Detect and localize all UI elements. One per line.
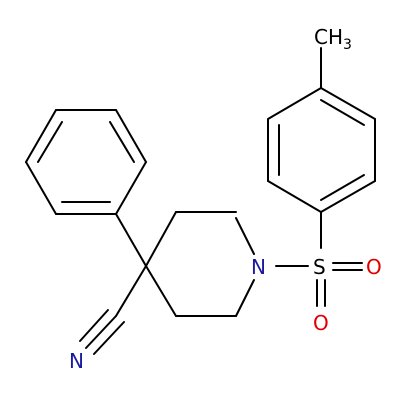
triple-bond [85, 315, 117, 349]
bond [145, 211, 177, 267]
phenyl-ring [25, 109, 147, 267]
bond [267, 180, 322, 213]
ring-nitrogen-label: N [251, 255, 266, 279]
aromatic-bond [109, 121, 135, 163]
sulfur-label: S [313, 255, 326, 279]
bond [115, 161, 147, 215]
bond [115, 109, 147, 163]
methyl-text: CH [314, 25, 343, 49]
aromatic-bond [320, 99, 365, 126]
bond [115, 265, 147, 317]
aromatic-bond [320, 174, 365, 201]
sulfonyl-group [275, 262, 363, 307]
methyl-label: CH3 [314, 25, 352, 53]
bond [267, 87, 322, 120]
bond [25, 109, 57, 163]
methyl-subscript: 3 [343, 37, 352, 53]
aromatic-bond [37, 121, 63, 163]
bond [25, 161, 57, 215]
bond [320, 87, 376, 120]
bond [145, 265, 177, 317]
bond [235, 279, 255, 317]
bond [115, 213, 147, 267]
piperidine-ring [145, 211, 255, 317]
tolyl-ring [267, 47, 376, 249]
nitrile-group [79, 265, 147, 355]
bond [320, 180, 376, 213]
triple-bond [93, 321, 125, 355]
nitrile-nitrogen-label: N [69, 349, 84, 373]
oxygen-right-label: O [366, 255, 382, 279]
oxygen-bottom-label: O [313, 311, 329, 335]
bond [235, 217, 255, 255]
triple-bond [79, 309, 109, 342]
